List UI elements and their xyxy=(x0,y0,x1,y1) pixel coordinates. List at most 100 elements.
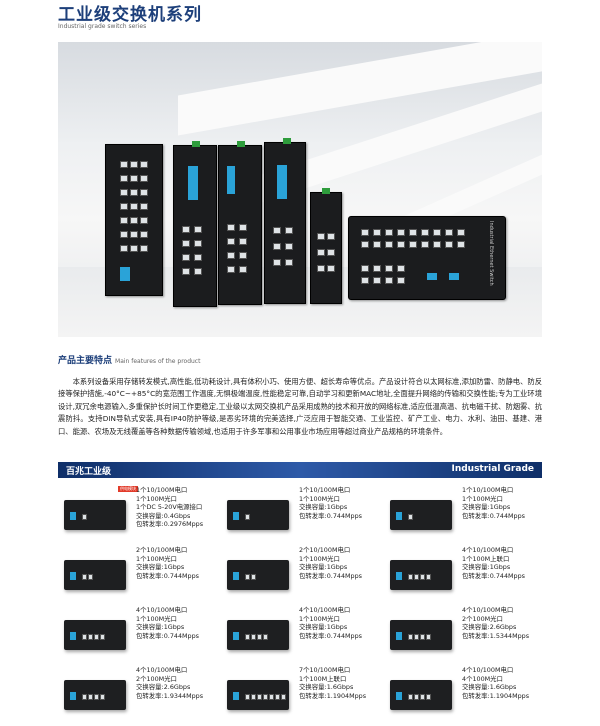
product-image xyxy=(221,490,297,538)
spec-line: 1个100M光口 xyxy=(136,614,177,623)
spec-line: 1个100M光口 xyxy=(462,494,503,503)
grade-band: 百兆工业级 Industrial Grade xyxy=(58,462,542,478)
fiber-port-icon xyxy=(396,572,402,580)
fiber-port-icon xyxy=(233,692,239,700)
fiber-port-icon xyxy=(70,692,76,700)
page-subtitle: Industrial grade switch series xyxy=(58,23,147,30)
port-icon xyxy=(414,634,419,640)
spec-line: 包转发率:0.744Mpps xyxy=(136,571,199,580)
fiber-port-icon xyxy=(233,512,239,520)
spec-line: 4个10/100M电口 xyxy=(136,666,188,674)
fiber-port-icon xyxy=(396,632,402,640)
port-icon xyxy=(251,634,256,640)
switch-16port-image xyxy=(105,144,163,296)
spec-line: 交换容量:1Gbps xyxy=(299,503,348,512)
switch-device-icon xyxy=(64,560,126,590)
spec-line: 交换容量:2.6Gbps xyxy=(136,683,191,692)
hero-image: Industrial Ethernet Switch xyxy=(58,42,542,337)
port-icon xyxy=(426,694,431,700)
product-image xyxy=(384,610,460,658)
switch-device-icon xyxy=(390,500,452,530)
port-icon xyxy=(414,574,419,580)
spec-line: 4个10/100M电口 xyxy=(462,606,514,614)
spec-line: 1个100M上联口 xyxy=(462,554,510,563)
fiber-port-icon xyxy=(233,572,239,580)
spec-line: 包转发率:1.5344Mpps xyxy=(462,631,530,640)
spec-line: 4个10/100M电口 xyxy=(299,606,351,614)
product-image xyxy=(58,550,134,598)
spec-line: 7个10/100M电口 xyxy=(299,666,351,674)
fiber-port-icon xyxy=(233,632,239,640)
port-icon xyxy=(414,694,419,700)
product-image xyxy=(58,670,134,718)
switch-device-icon xyxy=(227,500,289,530)
switch-device-icon xyxy=(390,620,452,650)
spec-line: 包转发率:1.1904Mpps xyxy=(299,691,367,700)
port-icon xyxy=(82,694,87,700)
port-icon xyxy=(245,514,250,520)
port-icon xyxy=(426,574,431,580)
port-icon xyxy=(100,634,105,640)
port-icon xyxy=(281,694,286,700)
port-icon xyxy=(245,634,250,640)
grade-band-left: 百兆工业级 xyxy=(66,467,112,477)
switch-sfp-image xyxy=(173,141,217,307)
spec-line: 1个DC 5-20V电源接口 xyxy=(136,503,203,512)
spec-line: 包转发率:0.744Mpps xyxy=(462,511,525,520)
port-icon xyxy=(269,694,274,700)
switch-device-icon xyxy=(64,620,126,650)
port-icon xyxy=(257,694,262,700)
spec-line: 1个10/100M电口 xyxy=(136,486,188,494)
port-icon xyxy=(408,694,413,700)
spec-line: 交换容量:1.6Gbps xyxy=(462,683,517,692)
spec-line: 交换容量:1Gbps xyxy=(136,623,185,632)
spec-line: 包转发率:0.2976Mpps xyxy=(136,520,204,529)
port-icon xyxy=(275,694,280,700)
port-icon xyxy=(263,694,268,700)
product-image xyxy=(221,610,297,658)
spec-line: 2个10/100M电口 xyxy=(299,546,351,554)
fiber-port-icon xyxy=(70,512,76,520)
port-icon xyxy=(88,574,93,580)
grade-band-right: Industrial Grade xyxy=(451,464,534,474)
product-image xyxy=(58,490,134,538)
spec-line: 包转发率:0.744Mpps xyxy=(299,631,362,640)
spec-line: 1个10/100M电口 xyxy=(299,486,351,494)
spec-line: 4个10/100M电口 xyxy=(462,546,514,554)
port-icon xyxy=(420,634,425,640)
spec-line: 1个10/100M电口 xyxy=(462,486,514,494)
port-icon xyxy=(245,574,250,580)
spec-line: 4个100M光口 xyxy=(462,674,503,683)
product-image xyxy=(58,610,134,658)
spec-line: 交换容量:1Gbps xyxy=(462,503,511,512)
spec-line: 1个100M光口 xyxy=(299,494,340,503)
switch-rack-image: Industrial Ethernet Switch xyxy=(348,216,506,300)
switch-device-icon xyxy=(227,560,289,590)
spec-line: 1个100M光口 xyxy=(136,494,177,503)
port-icon xyxy=(82,634,87,640)
spec-line: 包转发率:0.744Mpps xyxy=(299,571,362,580)
spec-line: 交换容量:0.4Gbps xyxy=(136,511,191,520)
product-image xyxy=(221,670,297,718)
port-icon xyxy=(82,514,87,520)
spec-line: 1个100M光口 xyxy=(136,554,177,563)
port-icon xyxy=(94,634,99,640)
switch-device-icon xyxy=(64,680,126,710)
spec-line: 交换容量:1Gbps xyxy=(462,563,511,572)
